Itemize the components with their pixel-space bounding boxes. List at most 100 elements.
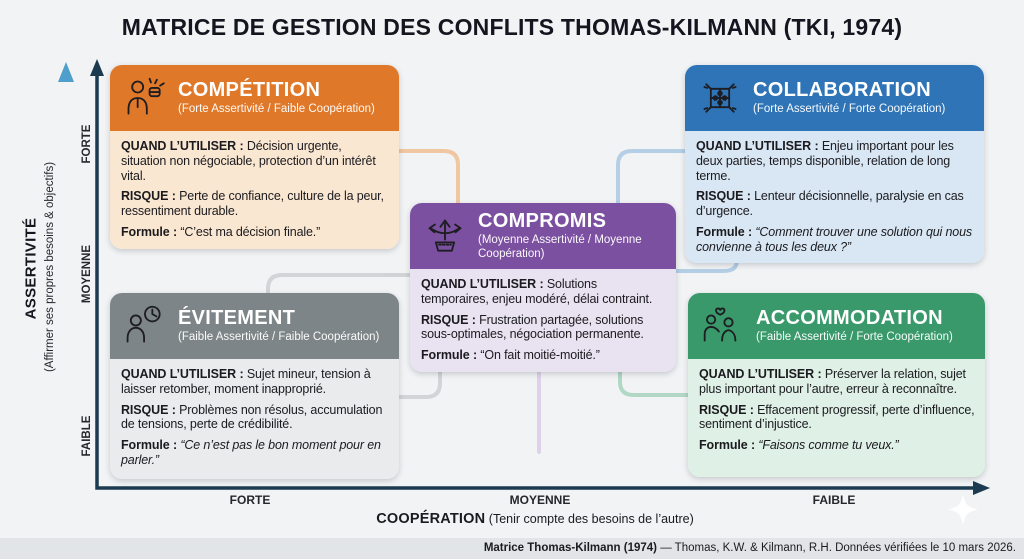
formula-text: “On fait moitié-moitié.” xyxy=(480,348,600,362)
y-tick-faible: FAIBLE xyxy=(81,415,93,457)
when-text: Décision urgente, situation non négociab… xyxy=(121,139,376,183)
risk-label: RISQUE : xyxy=(699,402,754,417)
card-competition-header: COMPÉTITION (Forte Assertivité / Faible … xyxy=(110,65,399,131)
when-text: Préserver la relation, sujet plus import… xyxy=(699,367,966,396)
connector-collaboration-compromis xyxy=(616,149,688,207)
card-accommodation-body: QUAND L’UTILISER : Préserver la relation… xyxy=(688,359,985,477)
x-axis-arrowhead xyxy=(973,481,990,495)
card-competition: COMPÉTITION (Forte Assertivité / Faible … xyxy=(110,65,399,249)
risk-label: RISQUE : xyxy=(121,402,176,417)
risk: RISQUE : Problèmes non résolus, accumula… xyxy=(121,403,389,433)
card-compromis-body: QUAND L’UTILISER : Solutions temporaires… xyxy=(410,269,676,372)
risk: RISQUE : Perte de confiance, culture de … xyxy=(121,189,389,219)
connector-compromis-evitement-upper xyxy=(266,273,414,298)
hands-puzzle-icon xyxy=(697,75,743,121)
formula: Formule : “On fait moitié-moitié.” xyxy=(421,348,666,363)
card-title: ACCOMMODATION xyxy=(756,306,943,329)
raised-fist-person-icon xyxy=(122,75,168,121)
card-compromis: COMPROMIS (Moyenne Assertivité / Moyenne… xyxy=(410,203,676,372)
connector-compromis-evitement-lower xyxy=(394,361,442,399)
card-competition-heading: COMPÉTITION (Forte Assertivité / Faible … xyxy=(178,78,375,116)
card-subtitle: (Forte Assertivité / Faible Coopération) xyxy=(178,102,375,115)
axis-lines xyxy=(90,59,990,495)
when-label: QUAND L’UTILISER : xyxy=(421,277,544,291)
risk: RISQUE : Lenteur décisionnelle, paralysi… xyxy=(696,189,974,219)
card-accommodation-header: ACCOMMODATION (Faible Assertivité / Fort… xyxy=(688,293,985,359)
y-axis-title: ASSERTIVITÉ xyxy=(22,217,40,320)
when-text: Solutions temporaires, enjeu modéré, dél… xyxy=(421,277,653,306)
when-to-use: QUAND L’UTILISER : Décision urgente, sit… xyxy=(121,139,389,183)
card-accommodation: ACCOMMODATION (Faible Assertivité / Fort… xyxy=(688,293,985,477)
card-evitement-heading: ÉVITEMENT (Faible Assertivité / Faible C… xyxy=(178,306,380,344)
risk-label: RISQUE : xyxy=(696,189,751,204)
formula-text: “C’est ma décision finale.” xyxy=(180,224,321,239)
when-to-use: QUAND L’UTILISER : Préserver la relation… xyxy=(699,367,975,397)
x-axis-title-sub: (Tenir compte des besoins de l’autre) xyxy=(488,512,694,526)
formula-label: Formule : xyxy=(121,438,178,452)
risk-text: Effacement progressif, perte d’influence… xyxy=(699,402,975,432)
when-label: QUAND L’UTILISER : xyxy=(121,139,244,153)
risk-text: Frustration partagée, solutions sous-opt… xyxy=(421,312,644,342)
x-axis-title-main: COOPÉRATION xyxy=(376,511,486,527)
formula-text: “Ce n’est pas le bon moment pour en parl… xyxy=(121,438,381,467)
person-clock-icon xyxy=(122,303,168,349)
when-text: Sujet mineur, tension à laisser retomber… xyxy=(121,367,371,396)
card-collaboration-header: COLLABORATION (Forte Assertivité / Forte… xyxy=(685,65,984,131)
x-axis-title: COOPÉRATION (Tenir compte des besoins de… xyxy=(376,511,694,527)
card-subtitle: (Moyenne Assertivité / Moyenne Coopérati… xyxy=(478,234,642,260)
when-to-use: QUAND L’UTILISER : Enjeu important pour … xyxy=(696,139,974,183)
card-subtitle: (Faible Assertivité / Forte Coopération) xyxy=(756,330,953,343)
card-compromis-heading: COMPROMIS (Moyenne Assertivité / Moyenne… xyxy=(478,211,664,260)
formula: Formule : “Ce n’est pas le bon moment po… xyxy=(121,438,389,468)
risk-text: Problèmes non résolus, accumulation de t… xyxy=(121,402,383,432)
formula: Formule : “C’est ma décision finale.” xyxy=(121,225,389,240)
when-label: QUAND L’UTILISER : xyxy=(696,139,819,153)
risk-text: Perte de confiance, culture de la peur, … xyxy=(121,189,384,218)
formula-text: “Faisons comme tu veux.” xyxy=(758,438,899,452)
formula: Formule : “Faisons comme tu veux.” xyxy=(699,438,975,453)
when-label: QUAND L’UTILISER : xyxy=(699,367,822,381)
connector-compromis-accommodation xyxy=(618,361,694,397)
card-subtitle: (Forte Assertivité / Forte Coopération) xyxy=(753,102,946,115)
formula: Formule : “Comment trouver une solution … xyxy=(696,225,974,255)
y-tick-moyenne: MOYENNE xyxy=(81,244,93,304)
card-competition-body: QUAND L’UTILISER : Décision urgente, sit… xyxy=(110,131,399,249)
y-axis-arrowhead xyxy=(90,59,104,76)
footer-source-title: Matrice Thomas-Kilmann (1974) xyxy=(483,542,657,554)
assertivite-arrow xyxy=(58,62,74,490)
card-compromis-header: COMPROMIS (Moyenne Assertivité / Moyenne… xyxy=(410,203,676,269)
formula-label: Formule : xyxy=(699,438,756,452)
card-evitement: ÉVITEMENT (Faible Assertivité / Faible C… xyxy=(110,293,399,479)
formula-label: Formule : xyxy=(421,348,478,362)
x-tick-forte: FORTE xyxy=(229,493,271,507)
risk: RISQUE : Frustration partagée, solutions… xyxy=(421,313,666,343)
risk-text: Lenteur décisionnelle, paralysie en cas … xyxy=(696,189,964,218)
risk-label: RISQUE : xyxy=(421,312,476,327)
when-to-use: QUAND L’UTILISER : Solutions temporaires… xyxy=(421,277,666,307)
when-to-use: QUAND L’UTILISER : Sujet mineur, tension… xyxy=(121,367,389,397)
y-axis-subtitle: (Affirmer ses propres besoins & objectif… xyxy=(44,161,56,373)
page-title: MATRICE DE GESTION DES CONFLITS THOMAS-K… xyxy=(121,14,903,40)
card-subtitle: (Faible Assertivité / Faible Coopération… xyxy=(178,330,380,343)
card-title: COMPÉTITION xyxy=(178,78,321,101)
card-accommodation-heading: ACCOMMODATION (Faible Assertivité / Fort… xyxy=(756,306,953,344)
x-tick-moyenne: MOYENNE xyxy=(509,493,571,507)
card-title: COMPROMIS xyxy=(478,210,607,233)
source-footer: Matrice Thomas-Kilmann (1974) — Thomas, … xyxy=(0,538,1024,559)
card-title: ÉVITEMENT xyxy=(178,306,296,329)
when-text: Enjeu important pour les deux parties, t… xyxy=(696,139,954,183)
card-evitement-header: ÉVITEMENT (Faible Assertivité / Faible C… xyxy=(110,293,399,359)
formula-label: Formule : xyxy=(121,224,178,239)
risk-label: RISQUE : xyxy=(121,189,176,204)
sparkle-watermark-icon xyxy=(948,494,978,525)
formula-text: “Comment trouver une solution qui nous c… xyxy=(696,224,973,254)
x-tick-faible: FAIBLE xyxy=(812,493,856,507)
branching-arrows-icon xyxy=(422,213,468,259)
risk: RISQUE : Effacement progressif, perte d’… xyxy=(699,403,975,433)
card-collaboration: COLLABORATION (Forte Assertivité / Forte… xyxy=(685,65,984,264)
card-title: COLLABORATION xyxy=(753,78,931,101)
card-collaboration-heading: COLLABORATION (Forte Assertivité / Forte… xyxy=(753,78,946,116)
footer-source-rest: — Thomas, K.W. & Kilmann, R.H. Données v… xyxy=(657,542,1016,554)
